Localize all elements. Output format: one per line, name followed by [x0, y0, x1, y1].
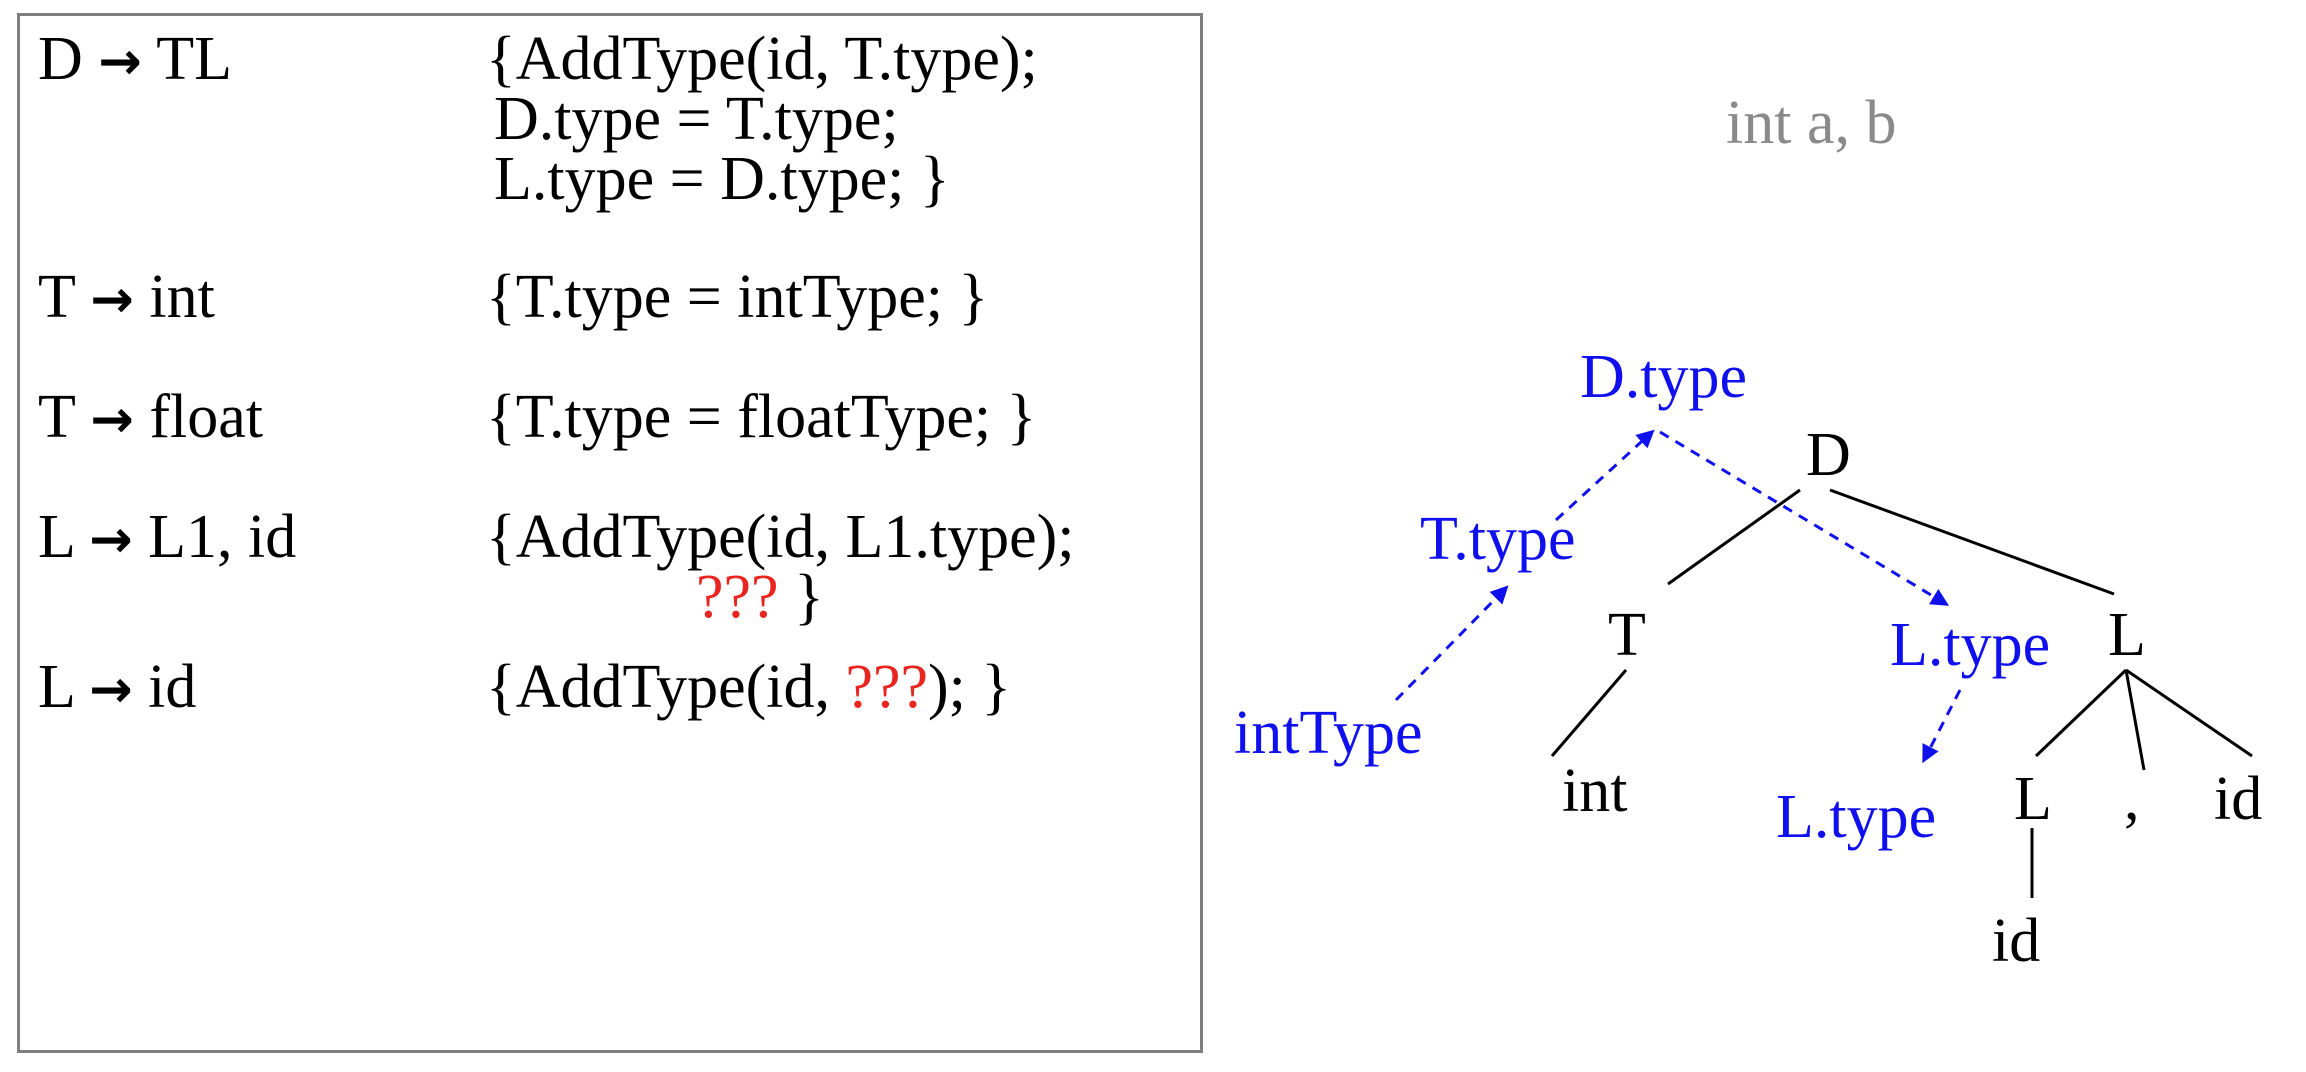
edge-d-t: [1667, 488, 1801, 586]
arrow-icon: →: [89, 660, 133, 720]
grammar-box: [17, 13, 1203, 1053]
attr-t-type: T.type: [1420, 505, 1576, 573]
node-l-inner: L: [2014, 765, 2052, 833]
attr-l-type-top: L.type: [1890, 611, 2051, 679]
example-code: int a, b: [1726, 89, 1897, 157]
arrow-icon: →: [90, 390, 134, 450]
edge-l-linner: [2034, 668, 2128, 758]
node-id-right: id: [2214, 765, 2263, 833]
edge-l-comma: [2124, 669, 2146, 771]
dep-ltype-ltype: [1922, 689, 1962, 764]
edge-l-id: [2125, 668, 2253, 758]
attr-int-type: intType: [1234, 699, 1423, 767]
rule-l-list-head: L → L1, id: [38, 503, 297, 571]
rule-l-list-action-2: ??? }: [696, 563, 824, 631]
node-t: T: [1608, 601, 1646, 669]
edge-t-int: [1550, 669, 1628, 757]
dep-ttype-dtype: [1554, 429, 1655, 522]
node-d: D: [1806, 421, 1851, 489]
rule-d-action-3: L.type = D.type; }: [494, 145, 950, 213]
rule-l-id-action: {AddType(id, ???); }: [486, 653, 1012, 721]
rule-d-action-2: D.type = T.type;: [494, 85, 899, 153]
unknown-marker: ???: [696, 563, 779, 631]
rule-t-float-action: {T.type = floatType; }: [486, 383, 1037, 451]
rule-l-list-action-1: {AddType(id, L1.type);: [486, 503, 1075, 571]
node-id-bottom: id: [1992, 907, 2041, 975]
rule-t-int-action: {T.type = intType; }: [486, 263, 989, 331]
dep-dtype-ltype: [1659, 430, 1950, 606]
rule-d-head: D → TL: [38, 25, 232, 93]
rule-l-id-head: L → id: [38, 653, 197, 721]
dep-inttype-ttype: [1394, 585, 1509, 702]
unknown-marker: ???: [845, 653, 929, 721]
arrow-icon: →: [90, 270, 134, 330]
rule-d-action-1: {AddType(id, T.type);: [486, 25, 1038, 93]
node-int: int: [1562, 757, 1628, 825]
edge-d-l: [1829, 488, 2115, 596]
arrow-icon: →: [98, 32, 142, 92]
arrow-icon: →: [89, 510, 133, 570]
rule-t-float-head: T → float: [38, 383, 263, 451]
rule-t-int-head: T → int: [38, 263, 215, 331]
node-comma: ,: [2124, 765, 2140, 833]
node-l: L: [2108, 601, 2146, 669]
attr-l-type-inner: L.type: [1776, 783, 1937, 851]
attr-d-type: D.type: [1580, 343, 1748, 411]
